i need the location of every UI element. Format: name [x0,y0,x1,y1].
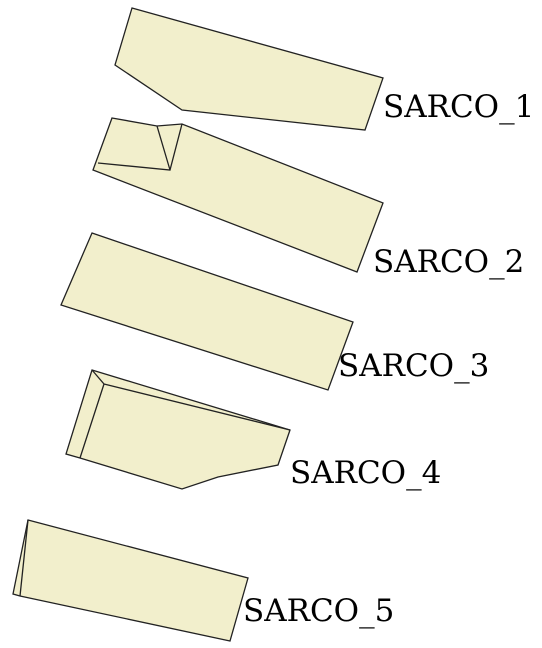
fragment-sarco-4-label: SARCO_4 [290,455,441,491]
fragment-sarco-5-shape [12,519,249,642]
fragment-sarco-2-label: SARCO_2 [373,244,524,280]
fragment-sarco-3-shape [60,232,354,391]
fragment-sarco-4-inner-facet [79,369,291,459]
fragment-sarco-4-shape [65,369,291,490]
fragment-sarco-1: SARCO_1 [114,7,534,131]
fragment-sarco-3: SARCO_3 [60,232,489,391]
fragment-sarco-5-inner-facet [19,519,29,597]
fragment-sarco-1-shape [114,7,384,131]
fragment-sarco-5-label: SARCO_5 [243,593,394,629]
fragment-sarco-5: SARCO_5 [12,519,394,642]
fragment-sarco-2-inner-facet [97,123,183,171]
fragment-sarco-2: SARCO_2 [92,117,524,280]
fragment-sarco-3-label: SARCO_3 [338,348,489,384]
fragment-sarco-1-label: SARCO_1 [383,89,534,125]
fragment-sarco-4: SARCO_4 [65,369,441,491]
